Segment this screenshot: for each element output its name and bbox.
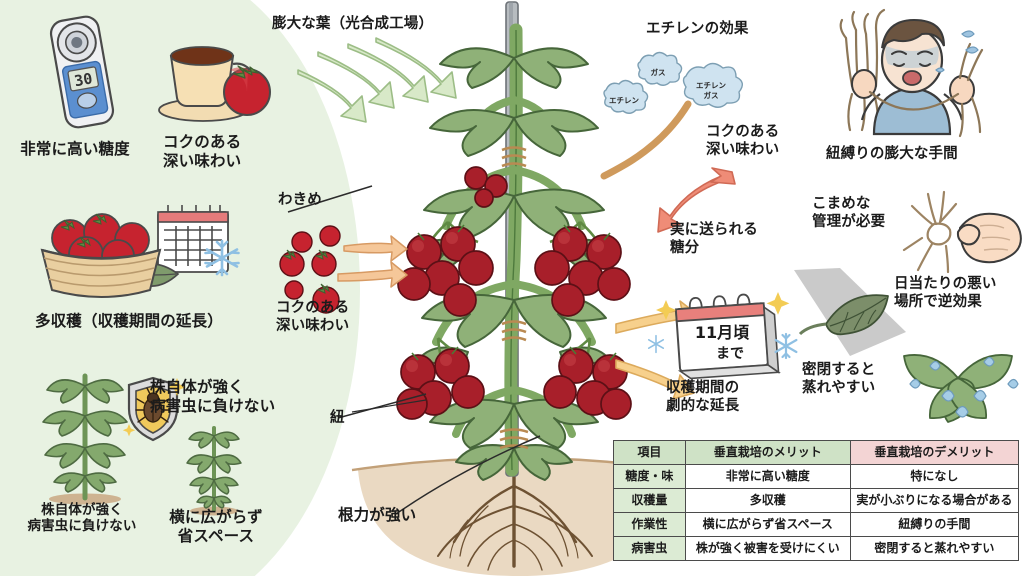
knot-tying-hand-icon — [902, 190, 1022, 274]
string-label: 紐 — [330, 410, 345, 426]
refractometer-icon: 30 — [34, 12, 130, 132]
shield-bug-icon — [117, 372, 191, 448]
calendar-month-text: 11月頃 — [695, 323, 750, 342]
shade-effect-icon — [794, 268, 906, 356]
pest-resist-label-2: 株自体が強く 病害虫に負けない — [27, 502, 137, 535]
root-strength-label: 根力が強い — [338, 506, 417, 524]
sugar-to-fruit-label: 実に送られる 糖分 — [670, 222, 758, 256]
refractometer-value: 30 — [73, 69, 94, 90]
table-row: 作業性 横に広がらず省スペース 紐縛りの手間 — [613, 512, 1020, 537]
side-shoot-tomatoes — [279, 225, 408, 314]
tying-effort-label: 紐縛りの膨大な手間 — [826, 146, 958, 162]
tomato-plant-illustration — [351, 1, 679, 576]
gas-bubble-text-2a: エチレン — [696, 81, 726, 90]
root-pointer — [395, 435, 541, 515]
table-cell-demerit: 特になし — [849, 464, 1020, 489]
ethylene-title: エチレンの効果 — [646, 21, 749, 37]
gas-bubbles: ガス エチレン エチレン ガス — [603, 51, 744, 114]
table-header-merit: 垂直栽培のメリット — [684, 440, 851, 465]
table-cell-item: 作業性 — [613, 512, 686, 537]
table-row: 病害虫 株が強く被害を受けにくい 密閉すると蒸れやすい — [613, 536, 1020, 561]
taste-label: コクのある 深い味わい — [163, 133, 242, 170]
compact-plant-icon — [168, 418, 260, 518]
tomato-basket-calendar-icon — [36, 200, 276, 315]
calendar-until-text: まで — [716, 346, 744, 362]
table-row: 収穫量 多収穫 実が小ぶりになる場合がある — [613, 488, 1020, 513]
harvest-extend-label: 収穫期間の 劇的な延長 — [666, 380, 740, 414]
table-row: 糖度・味 非常に高い糖度 特になし — [613, 464, 1020, 489]
merit-demerit-table: 項目 垂直栽培のメリット 垂直栽培のデメリット 糖度・味 非常に高い糖度 特にな… — [613, 440, 1020, 561]
table-cell-merit: 横に広がらず省スペース — [684, 512, 851, 537]
harvest-calendar-icon: 11月頃 まで — [674, 293, 781, 380]
gas-bubble-text-2b: ガス — [704, 90, 719, 100]
string-pointer — [337, 393, 427, 419]
gas-bubble-text-1: エチレン — [609, 96, 639, 105]
table-cell-item: 糖度・味 — [613, 464, 686, 489]
table-cell-item: 病害虫 — [613, 536, 686, 561]
sunlight-arrows — [297, 37, 457, 123]
rich-taste-label-right: コクのある 深い味わい — [706, 124, 780, 158]
tying-effort-person-icon — [839, 8, 984, 138]
coffee-cup-tomato-icon — [155, 22, 273, 132]
space-saving-label: 横に広がらず 省スペース — [169, 508, 263, 545]
side-shoot-label: わきめ — [278, 192, 322, 208]
table-cell-merit: 株が強く被害を受けにくい — [684, 536, 851, 561]
bad-sunlight-label: 日当たりの悪い 場所で逆効果 — [894, 276, 997, 310]
humidity-leaves-icon — [903, 354, 1019, 423]
gas-bubble-text-0: ガス — [651, 67, 666, 77]
table-cell-merit: 非常に高い糖度 — [684, 464, 851, 489]
side-shoot-taste-label: コクのある 深い味わい — [276, 300, 350, 334]
table-cell-merit: 多収穫 — [684, 488, 851, 513]
table-header-item: 項目 — [613, 440, 686, 465]
tall-plant-icon — [25, 362, 145, 507]
table-header-row: 項目 垂直栽培のメリット 垂直栽培のデメリット — [613, 440, 1020, 465]
pest-resist-label: 株自体が強く 病害虫に負けない — [150, 378, 276, 415]
calendar-decorations — [647, 292, 798, 360]
yield-label: 多収穫（収穫期間の延長） — [35, 312, 223, 330]
humidity-label: 密閉すると 蒸れやすい — [802, 362, 876, 396]
table-cell-demerit: 密閉すると蒸れやすい — [849, 536, 1020, 561]
brix-label: 非常に高い糖度 — [20, 140, 130, 158]
side-shoot-pointer — [287, 185, 373, 213]
table-cell-demerit: 紐縛りの手間 — [849, 512, 1020, 537]
ethylene-flow-arrow — [600, 100, 692, 180]
leaves-label: 膨大な葉（光合成工場） — [272, 16, 434, 32]
frequent-care-label: こまめな 管理が必要 — [812, 196, 886, 230]
harvest-extension-arrows — [615, 300, 699, 400]
table-cell-demerit: 実が小ぶりになる場合がある — [849, 488, 1020, 513]
sugar-transport-arrow — [657, 167, 736, 233]
table-header-demerit: 垂直栽培のデメリット — [849, 440, 1020, 465]
table-cell-item: 収穫量 — [613, 488, 686, 513]
